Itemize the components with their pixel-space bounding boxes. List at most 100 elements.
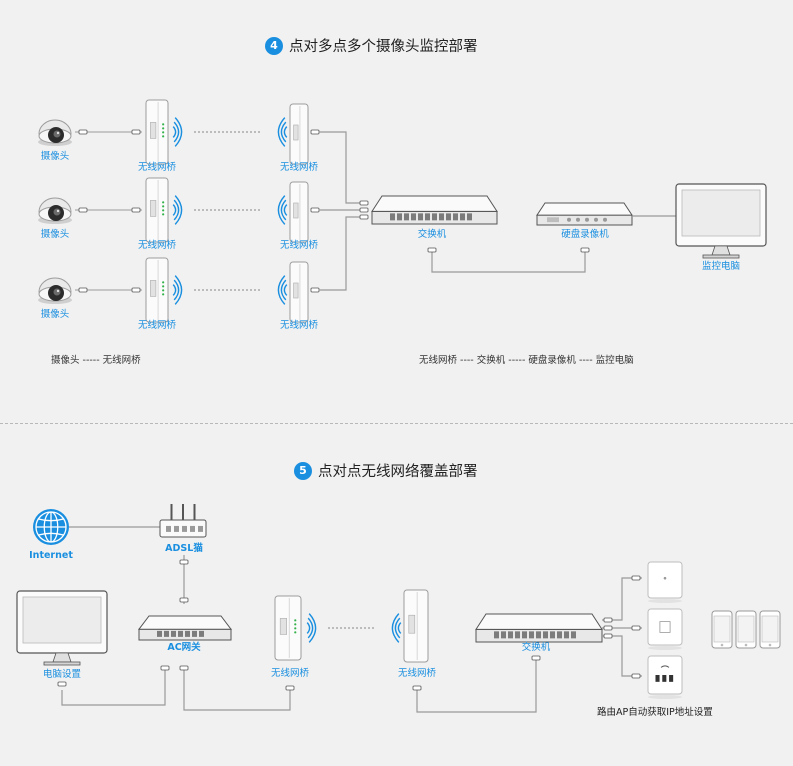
switch-label-s5: 交换机: [521, 642, 551, 653]
switch-icon: [371, 195, 498, 225]
wifi-signal-icon: [172, 195, 183, 225]
connector: [310, 129, 320, 135]
connector: [359, 214, 369, 220]
wireless-bridge-icon: [145, 257, 169, 323]
access-point-icon: [647, 561, 683, 603]
connector: [412, 685, 422, 691]
connector: [580, 247, 590, 253]
router-icon: [159, 504, 207, 538]
connector: [285, 685, 295, 691]
switch-nvr-cable: [431, 252, 586, 273]
section4-title: 4 点对多点多个摄像头监控部署: [265, 35, 478, 56]
connector: [78, 287, 88, 293]
connector: [78, 207, 88, 213]
wifi-signal-icon: [306, 613, 317, 643]
camera-icon: [38, 119, 72, 146]
connector: [359, 207, 369, 213]
camera-label-3: 摄像头: [40, 309, 70, 320]
camera-icon: [38, 277, 72, 304]
bridge-label-right-3: 无线网桥: [279, 320, 319, 331]
nvr-label: 硬盘录像机: [561, 229, 609, 240]
wireless-bridge-icon: [403, 589, 429, 663]
wifi-signal-icon: [391, 613, 402, 643]
connector: [603, 617, 613, 623]
connector: [531, 655, 541, 661]
connector: [359, 200, 369, 206]
bridge-label-left-3: 无线网桥: [137, 320, 177, 331]
bridge-label-left-2: 无线网桥: [137, 240, 177, 251]
switch-ap-cable: [602, 577, 642, 621]
connector: [603, 625, 613, 631]
connector: [631, 625, 641, 631]
bridge-switch-cable: [416, 660, 537, 713]
access-point-icon: [647, 608, 683, 650]
section4-caption-left: 摄像头 ----- 无线网桥: [51, 355, 141, 366]
connector: [427, 247, 437, 253]
connector: [57, 681, 67, 687]
internet-label: Internet: [29, 550, 73, 561]
camera-label-2: 摄像头: [40, 229, 70, 240]
bridge-label-s5-right: 无线网桥: [397, 668, 437, 679]
wireless-bridge-icon: [145, 177, 169, 243]
ac-gateway-label: AC网关: [167, 642, 201, 653]
connector: [179, 559, 189, 565]
bridge-label-s5-left: 无线网桥: [270, 668, 310, 679]
switch-ap-cable: [602, 635, 642, 677]
wifi-signal-icon: [277, 117, 288, 147]
section5-number-badge: 5: [294, 461, 312, 480]
adsl-label: ADSL猫: [165, 543, 203, 554]
connector: [131, 287, 141, 293]
phone-icon: [711, 610, 733, 649]
connector: [179, 665, 189, 671]
connector: [310, 287, 320, 293]
wifi-signal-icon: [172, 117, 183, 147]
wifi-signal-icon: [277, 195, 288, 225]
monitor-pc-label: 监控电脑: [701, 261, 741, 272]
connector: [78, 129, 88, 135]
wireless-bridge-icon: [145, 99, 169, 165]
pc-ac-cable: [61, 670, 166, 706]
section5-title-text: 点对点无线网络覆盖部署: [318, 464, 478, 480]
connector: [631, 575, 641, 581]
bridge-switch-cable: [319, 216, 362, 291]
connector: [603, 633, 613, 639]
wifi-signal-icon: [172, 275, 183, 305]
ap-caption: 路由AP自动获取IP地址设置: [597, 707, 713, 718]
connector: [631, 673, 641, 679]
bridge-label-right-2: 无线网桥: [279, 240, 319, 251]
phone-icon: [735, 610, 757, 649]
section-divider: [0, 423, 793, 424]
ac-bridge-cable: [183, 670, 291, 711]
switch-icon: [475, 613, 603, 643]
camera-icon: [38, 197, 72, 224]
monitor-icon: [675, 183, 767, 259]
section4-number-badge: 4: [265, 36, 283, 55]
wireless-bridge-icon: [289, 181, 309, 243]
pc-setup-label: 电脑设置: [42, 669, 82, 680]
nvr-icon: [536, 202, 633, 226]
connector: [179, 597, 189, 603]
wireless-bridge-icon: [289, 261, 309, 323]
switch-label: 交换机: [417, 229, 447, 240]
wifi-signal-icon: [277, 275, 288, 305]
camera-label-1: 摄像头: [40, 151, 70, 162]
wireless-bridge-icon: [289, 103, 309, 165]
bridge-label-left-1: 无线网桥: [137, 162, 177, 173]
section5-title: 5 点对点无线网络覆盖部署: [294, 460, 478, 481]
phone-icon: [759, 610, 781, 649]
connector: [310, 207, 320, 213]
connector: [131, 207, 141, 213]
bridge-label-right-1: 无线网桥: [279, 162, 319, 173]
globe-icon: [33, 509, 69, 545]
connector: [160, 665, 170, 671]
connector: [131, 129, 141, 135]
switch-icon: [137, 615, 233, 641]
bridge-switch-cable: [319, 131, 362, 204]
section4-title-text: 点对多点多个摄像头监控部署: [289, 39, 478, 55]
monitor-icon: [16, 590, 108, 666]
wireless-bridge-icon: [274, 595, 302, 661]
section4-caption-right: 无线网桥 ---- 交换机 ----- 硬盘录像机 ---- 监控电脑: [419, 355, 634, 366]
access-point-icon: [647, 655, 683, 699]
